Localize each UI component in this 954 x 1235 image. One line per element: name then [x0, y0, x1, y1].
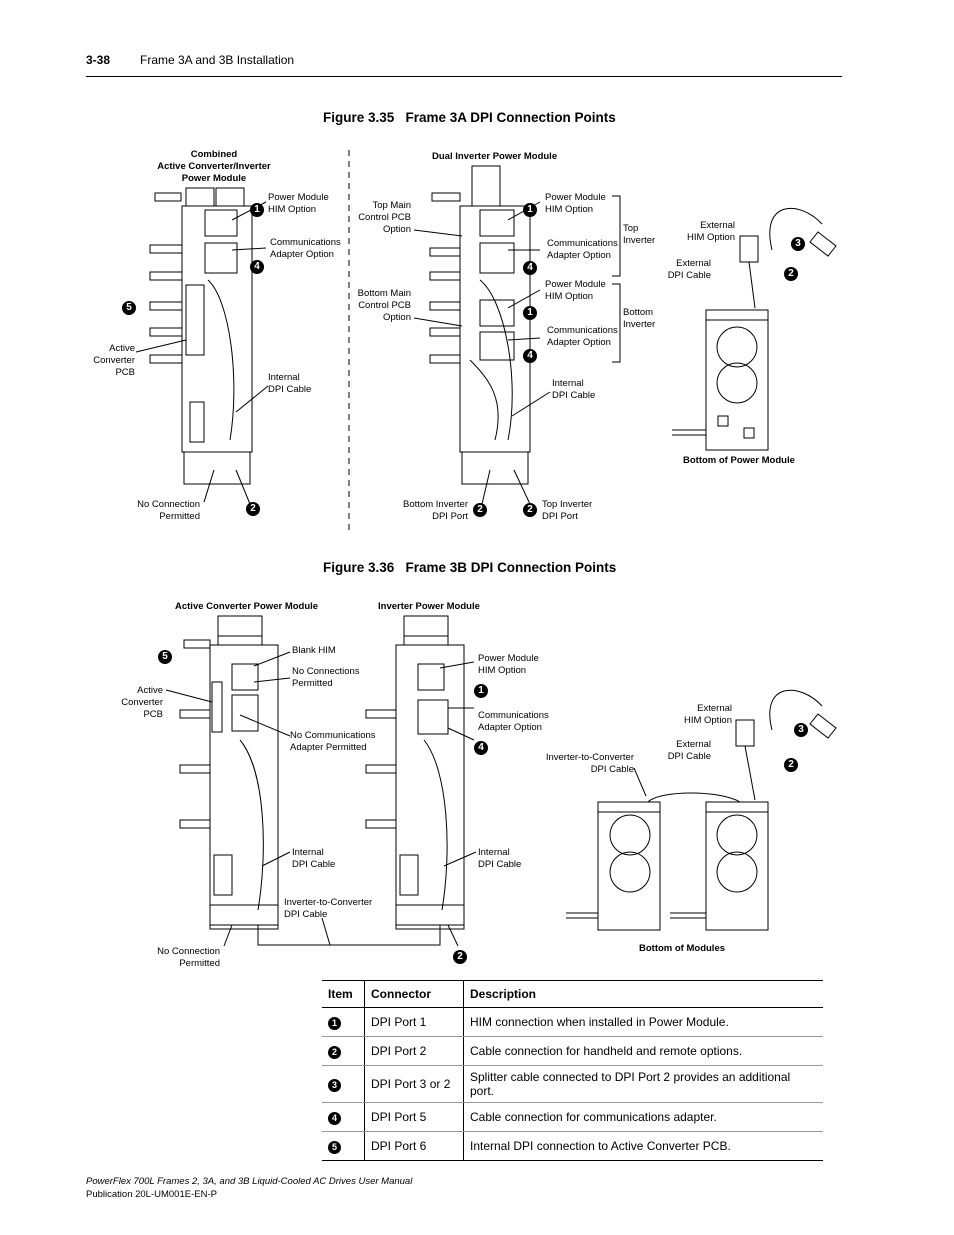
fig35-bottom-inverter-label: Bottom Inverter [623, 307, 656, 330]
section-title: Frame 3A and 3B Installation [140, 53, 295, 67]
fig35-internal-cable-label-2: Internal DPI Cable [552, 378, 596, 401]
connector-cell: DPI Port 6 [364, 1131, 464, 1161]
callout-4: 4 [523, 349, 537, 363]
fig36-active-converter-label: Active Converter PCB [121, 685, 163, 720]
fig36-no-connections-label: No Connections Permitted [292, 666, 360, 689]
callout-4: 4 [474, 741, 488, 755]
header-rule [86, 76, 842, 77]
fig35-internal-cable-label: Internal DPI Cable [268, 372, 312, 395]
figure-36-caption: Figure 3.36 Frame 3B DPI Connection Poin… [323, 560, 617, 575]
callout-1: 1 [474, 684, 488, 698]
description-cell: Splitter cable connected to DPI Port 2 p… [463, 1065, 823, 1103]
manual-title: PowerFlex 700L Frames 2, 3A, and 3B Liqu… [86, 1176, 413, 1187]
header-connector: Connector [364, 980, 464, 1008]
page-number: 3-38 [86, 53, 111, 67]
item-number: 4 [328, 1111, 341, 1125]
description-cell: Cable connection for handheld and remote… [463, 1036, 823, 1066]
figure-36-drawing [165, 615, 837, 947]
callout-1: 1 [523, 203, 537, 217]
description-cell: Internal DPI connection to Active Conver… [463, 1131, 823, 1161]
callout-3: 3 [791, 237, 805, 251]
table-row: 5 DPI Port 6 Internal DPI connection to … [322, 1131, 823, 1161]
fig36-pm-him-label: Power Module HIM Option [478, 653, 539, 676]
callout-4: 4 [250, 260, 264, 274]
item-number: 5 [328, 1140, 341, 1154]
fig35-pm-him-label: Power Module HIM Option [268, 192, 329, 215]
connector-cell: DPI Port 2 [364, 1036, 464, 1066]
connector-table: Item Connector Description 1 DPI Port 1 … [322, 980, 823, 1161]
fig35-active-converter-label: Active Converter PCB [93, 343, 135, 378]
fig35-comm-label-3: Communications Adapter Option [547, 325, 618, 348]
fig36-inv-to-conv-label: Inverter-to-Converter DPI Cable [284, 897, 373, 920]
connector-cell: DPI Port 1 [364, 1007, 464, 1037]
fig36-no-comm-label: No Communications Adapter Permitted [290, 730, 376, 753]
description-cell: HIM connection when installed in Power M… [463, 1007, 823, 1037]
fig35-top-main-label: Top Main Control PCB Option [358, 200, 411, 235]
figure-35-caption: Figure 3.35 Frame 3A DPI Connection Poin… [323, 110, 616, 125]
fig36-comm-label: Communications Adapter Option [478, 710, 549, 733]
callout-1: 1 [250, 203, 264, 217]
callout-2: 2 [523, 503, 537, 517]
table-header-row: Item Connector Description [322, 980, 823, 1008]
fig36-ext-him-label: External HIM Option [683, 703, 732, 726]
fig36-left-title: Active Converter Power Module [175, 601, 319, 612]
description-cell: Cable connection for communications adap… [463, 1102, 823, 1132]
fig35-pm-him-label-2: Power Module HIM Option [545, 192, 606, 215]
figure-35-drawing [135, 150, 837, 530]
fig35-no-connection-label: No Connection Permitted [137, 499, 200, 522]
callout-2: 2 [473, 503, 487, 517]
callout-5: 5 [122, 301, 136, 315]
fig36-middle-title: Inverter Power Module [378, 601, 480, 612]
publication-number: Publication 20L-UM001E-EN-P [86, 1189, 217, 1200]
fig35-comm-label-2: Communications Adapter Option [547, 238, 618, 261]
callout-2: 2 [453, 950, 467, 964]
callout-2: 2 [246, 502, 260, 516]
fig35-bottom-pm-label: Bottom of Power Module [683, 455, 795, 466]
fig35-bottom-inv-port-label: Bottom Inverter DPI Port [403, 499, 468, 522]
fig35-top-inv-port-label: Top Inverter DPI Port [542, 499, 593, 522]
fig35-ext-him-label: External HIM Option [686, 220, 735, 243]
connector-cell: DPI Port 5 [364, 1102, 464, 1132]
fig35-middle-title: Dual Inverter Power Module [432, 151, 558, 162]
fig36-inv-to-conv-label-2: Inverter-to-Converter DPI Cable [545, 752, 634, 775]
fig36-internal-cable-label: Internal DPI Cable [292, 847, 336, 870]
fig36-bottom-modules-label: Bottom of Modules [639, 943, 726, 954]
header-item: Item [322, 980, 365, 1008]
table-row: 3 DPI Port 3 or 2 Splitter cable connect… [322, 1065, 823, 1103]
fig35-top-inverter-label: Top Inverter [623, 223, 656, 246]
fig35-left-title: Combined Active Converter/Inverter Power… [157, 149, 271, 184]
fig35-bottom-main-label: Bottom Main Control PCB Option [357, 288, 411, 323]
table-row: 1 DPI Port 1 HIM connection when install… [322, 1007, 823, 1037]
table-row: 2 DPI Port 2 Cable connection for handhe… [322, 1036, 823, 1066]
callout-1: 1 [523, 306, 537, 320]
callout-2: 2 [784, 758, 798, 772]
fig35-comm-label: Communications Adapter Option [270, 237, 341, 260]
fig35-ext-cable-label: External DPI Cable [667, 258, 711, 281]
callout-3: 3 [794, 723, 808, 737]
fig36-no-connection-label: No Connection Permitted [157, 946, 220, 969]
fig36-ext-cable-label: External DPI Cable [667, 739, 711, 762]
header-description: Description [463, 980, 823, 1008]
item-number: 2 [328, 1045, 341, 1059]
callout-4: 4 [523, 261, 537, 275]
callout-5: 5 [158, 650, 172, 664]
connector-cell: DPI Port 3 or 2 [364, 1065, 464, 1103]
fig36-internal-cable-label-2: Internal DPI Cable [478, 847, 522, 870]
item-number: 3 [328, 1078, 341, 1092]
callout-2: 2 [784, 267, 798, 281]
fig36-blank-him-label: Blank HIM [292, 645, 336, 656]
table-row: 4 DPI Port 5 Cable connection for commun… [322, 1102, 823, 1132]
item-number: 1 [328, 1016, 341, 1030]
fig35-pm-him-label-3: Power Module HIM Option [545, 279, 606, 302]
